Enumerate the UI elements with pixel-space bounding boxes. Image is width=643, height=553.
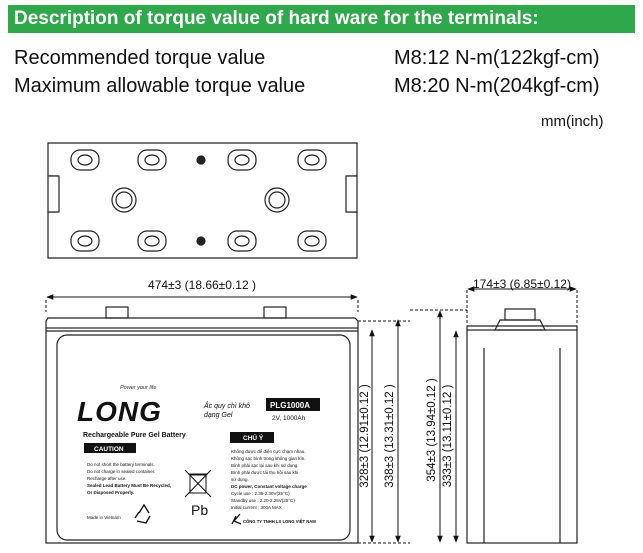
chu-y-title: CHÚ Ý	[243, 433, 264, 442]
front-height-a-label: 328±3 (12.91±0.12 )	[359, 384, 371, 488]
initial-current-text: Initial current : 300A MAX	[231, 505, 282, 510]
units-note: mm(inch)	[541, 113, 604, 130]
side-height-b-label: 333±3 (13.11±0.12 )	[442, 385, 454, 488]
vn-item-1: Không được để điện cực chạm nhau.	[231, 448, 306, 454]
length-dimension-label: 474±3 (18.66±0.12 )	[148, 278, 256, 292]
label-product-line: Rechargeable Pure Gel Battery	[83, 432, 186, 439]
pb-text: Pb	[191, 502, 208, 518]
width-dimension-label: 174±3 (6.85±0.12)	[473, 277, 571, 291]
recommended-torque-value: M8:12 N-m(122kgf-cm)	[394, 47, 600, 69]
terminal-bottom-right-1	[227, 230, 257, 252]
vn-item-5: sử dụng.	[231, 476, 249, 482]
terminal-bottom-left-1	[70, 230, 100, 252]
label-vn-title-1: Ắc quy chì khô	[203, 401, 250, 410]
terminal-bottom-left-2	[137, 230, 167, 252]
vent-cap-left	[111, 187, 137, 213]
caution-item-3: Recharge after use.	[87, 476, 127, 481]
terminal-top-left-1	[70, 149, 100, 171]
recycle-icon	[134, 503, 151, 524]
company-logo-icon	[231, 513, 242, 525]
model-badge	[266, 398, 320, 411]
crossed-bin-icon	[184, 469, 212, 498]
made-in-text: Made in Vietnam	[87, 515, 121, 520]
side-height-a-label: 354±3 (13.94±0.12 )	[426, 378, 438, 482]
standby-use-text: Standby use : 2.20-2.25V(25°C)	[231, 498, 295, 503]
title-banner: Description of torque value of hard ware…	[8, 5, 635, 33]
side-view	[466, 308, 578, 544]
terminal-top-right-1	[227, 149, 257, 171]
battery-label: Power your life LONG Ắc quy chì khô dạng…	[77, 385, 320, 525]
max-torque-value: M8:20 N-m(204kgf-cm)	[394, 75, 600, 97]
label-rating: 2V, 1000Ah	[272, 415, 306, 422]
terminal-top-left-2	[137, 149, 167, 171]
label-brand: LONG	[77, 396, 162, 427]
vn-item-2: Không sạc bình trong không gian kín.	[231, 456, 306, 461]
caution-badge	[84, 443, 136, 453]
chu-y-badge	[230, 432, 274, 443]
caution-item-4: Sealed Lead Battery Must Be Recycled,	[87, 483, 171, 488]
caution-item-2: Do not charge in sealed container.	[87, 469, 155, 474]
vn-item-4: Bình phải được tái thu hồi sau khi	[231, 470, 298, 475]
dc-power-text: DC power, Constant voltage charge	[231, 484, 307, 489]
vn-item-3: Bình phải sạc lại sau khi sử dụng.	[231, 462, 299, 468]
company-text: CÔNG TY TNHH LS LONG VIỆT NAM	[243, 519, 316, 524]
dimension-lines	[45, 286, 578, 544]
terminal-top-right-2	[297, 149, 327, 171]
front-height-b-label: 338±3 (13.31±0.12 )	[384, 384, 396, 488]
caution-title: CAUTION	[94, 446, 124, 453]
caution-item-5: Or Disposed Properly.	[87, 490, 134, 495]
label-tagline: Power your life	[120, 385, 156, 391]
front-view	[45, 306, 359, 544]
vent-cap-right	[264, 187, 290, 213]
caution-item-1: Do not short the battery terminals.	[87, 462, 155, 467]
label-model: PLG1000A	[270, 401, 310, 410]
max-torque-label: Maximum allowable torque value	[14, 75, 306, 97]
terminal-bottom-right-2	[297, 230, 327, 252]
top-view	[47, 142, 358, 259]
label-vn-title-2: dạng Gel	[204, 412, 233, 419]
cycle-use-text: Cycle use : 2.35-2.30V(25°C)	[231, 491, 290, 496]
recommended-torque-label: Recommended torque value	[14, 47, 266, 69]
